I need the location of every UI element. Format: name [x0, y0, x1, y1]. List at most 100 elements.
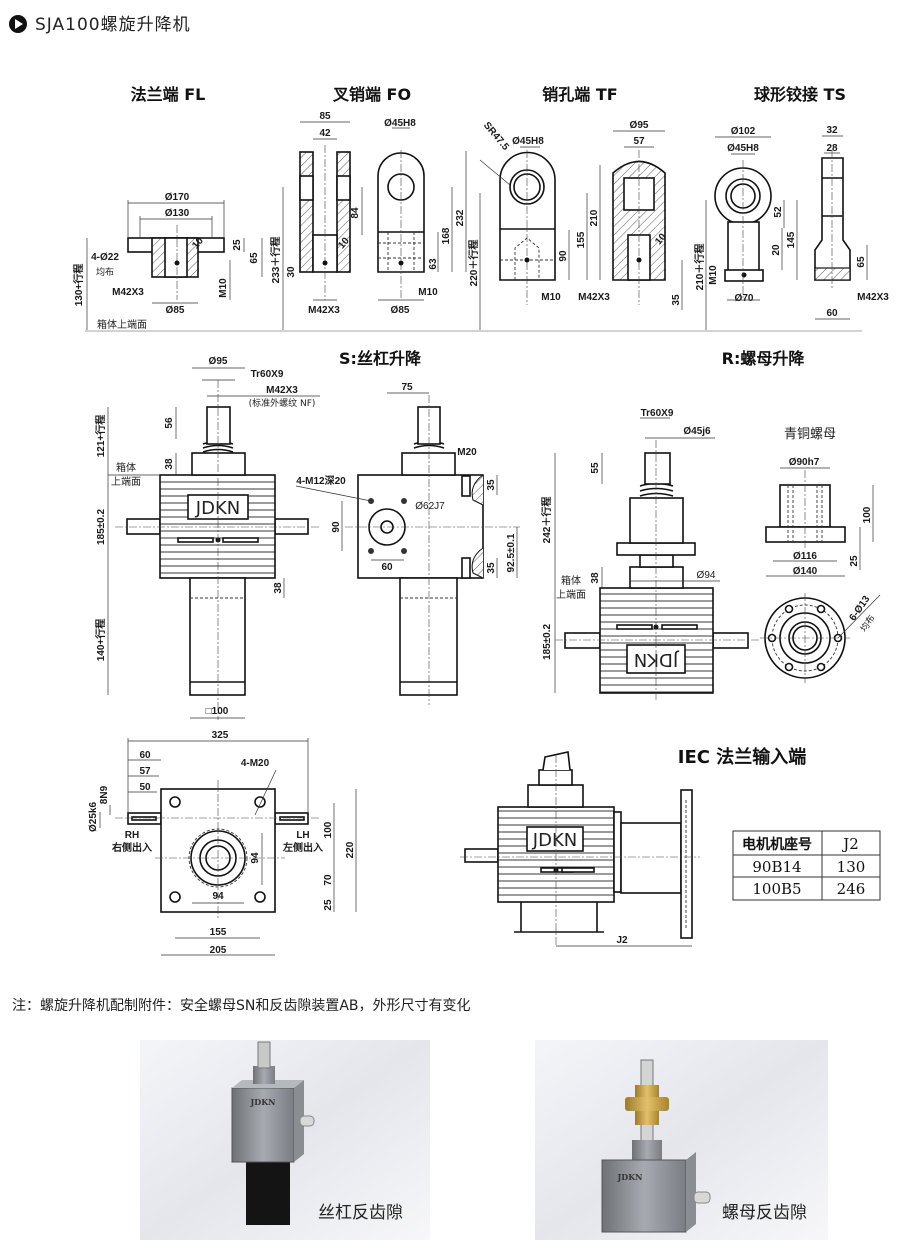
dim: Tr60X9 — [251, 369, 284, 380]
dim: 85 — [319, 111, 331, 122]
dim: M20 — [457, 447, 477, 458]
label: RH — [125, 830, 139, 841]
dim: 65 — [856, 256, 867, 268]
dim: 185±0.2 — [96, 509, 107, 546]
dim: 90 — [331, 521, 342, 533]
brand-logo: JDKN — [532, 830, 577, 851]
dim: Ø170 — [165, 192, 190, 203]
label: 上端面 — [556, 588, 586, 601]
drawing-top-view: 325 60 57 50 8N9 Ø25k6 RH 右侧出入 LH 左侧出入 4… — [88, 730, 357, 956]
table-cell: 100B5 — [752, 880, 801, 898]
dim: 32 — [826, 125, 838, 136]
dim: 155 — [210, 927, 227, 938]
dim: 35 — [486, 562, 497, 574]
dim: 52 — [773, 206, 784, 218]
dim: Ø45H8 — [727, 143, 759, 154]
play-triangle-icon — [15, 19, 23, 29]
dim: 90 — [558, 250, 569, 262]
page-header: SJA100螺旋升降机 — [9, 15, 191, 35]
drawing-nut-lift: JDKN Tr60X9 Ø45j6 55 242＋行程 38 Ø94 箱体 上端… — [540, 408, 760, 700]
dim: J2 — [616, 935, 628, 946]
dim: M10 — [418, 287, 438, 298]
dim-note: (标准外螺纹 NF) — [249, 397, 316, 409]
dim: 30 — [286, 266, 297, 278]
dim: M42X3 — [308, 305, 340, 316]
dim: 185±0.2 — [542, 624, 553, 661]
drawing-bronze-nut: 青铜螺母 Ø90h7 100 25 Ø116 Ø140 6-Ø13 均布 — [760, 427, 881, 683]
dim: 38 — [590, 572, 601, 584]
dim: 42 — [319, 128, 331, 139]
dim: 25 — [232, 239, 243, 251]
dim: 55 — [590, 462, 601, 474]
table-header: J2 — [841, 835, 859, 853]
drawing-fo: 85 42 84 233＋行程 30 M42X3 10 Ø45H8 232 16… — [269, 111, 467, 330]
title-fo: 叉销端 FO — [332, 85, 411, 104]
dim: M42X3 — [857, 292, 889, 303]
dim: 4-M20 — [241, 758, 270, 769]
dim: 20 — [771, 244, 782, 256]
dim: Ø95 — [209, 356, 228, 367]
dim: M10 — [541, 292, 561, 303]
dim: 35 — [486, 479, 497, 491]
drawing-screw-lift-side: 75 M20 4-M12深20 Ø62J7 90 60 35 35 92.5±0… — [295, 382, 520, 705]
dim: 233＋行程 — [269, 237, 282, 284]
brand-logo-mirrored: JDKN — [634, 649, 679, 670]
dim: Ø85 — [166, 305, 185, 316]
dim: 60 — [381, 562, 393, 573]
dim: 56 — [164, 417, 175, 429]
table-cell: 90B14 — [752, 858, 801, 876]
dim: Ø45H8 — [384, 118, 416, 129]
title-nut-lift: R:螺母升降 — [722, 349, 806, 368]
dim: 65 — [249, 252, 260, 264]
photo-logo: JDKN — [617, 1172, 643, 1182]
title-fl: 法兰端 FL — [131, 85, 206, 104]
dim: 35 — [671, 294, 682, 306]
dim: 75 — [401, 382, 413, 393]
dim: 60 — [826, 308, 838, 319]
title-screw-lift: S:丝杠升降 — [339, 349, 422, 368]
dim: 100 — [862, 506, 873, 523]
dim: 38 — [273, 582, 284, 594]
dim: Tr60X9 — [641, 408, 674, 419]
dim: 8N9 — [99, 785, 110, 804]
dim: 205 — [210, 945, 227, 956]
title-iec: IEC 法兰输入端 — [678, 746, 806, 768]
dim: 325 — [212, 730, 229, 741]
dim: M10 — [708, 265, 719, 285]
dim: 220 — [345, 841, 356, 858]
label: 箱体 — [561, 574, 581, 587]
drawing-screw-lift-front: JDKN Ø95 Tr60X9 M42X3 (标准外螺纹 NF) 56 121+… — [94, 356, 320, 720]
dim: 140+行程 — [94, 619, 107, 662]
dim: Ø102 — [731, 126, 756, 137]
bronze-nut-label: 青铜螺母 — [784, 427, 836, 442]
dim: M42X3 — [578, 292, 610, 303]
dim: 168 — [441, 227, 452, 244]
dim: M10 — [218, 278, 229, 298]
dim: Ø90h7 — [789, 457, 820, 468]
table-cell: 246 — [837, 880, 866, 898]
photo-nut-backlash: JDKN 螺母反齿隙 — [535, 1040, 828, 1240]
dim: Ø70 — [735, 293, 754, 304]
dim: 63 — [428, 258, 439, 270]
photo-caption: 螺母反齿隙 — [722, 1203, 807, 1223]
dim: Ø116 — [793, 551, 817, 562]
dim: □100 — [206, 706, 229, 717]
label: 箱体 — [116, 461, 136, 474]
dim: Ø130 — [165, 208, 190, 219]
dim: 100 — [323, 821, 334, 838]
dim: 155 — [576, 231, 587, 248]
motor-frame-table: 电机机座号 J2 90B14 130 100B5 246 — [732, 830, 881, 901]
label: 右侧出入 — [111, 841, 152, 854]
dim: 94 — [250, 852, 261, 864]
dim: 145 — [786, 231, 797, 248]
dim: 210 — [589, 209, 600, 226]
dim: Ø25k6 — [88, 802, 99, 832]
dim: 130+行程 — [72, 264, 85, 307]
dim: 210＋行程 — [693, 244, 706, 291]
dim: Ø45j6 — [683, 426, 711, 437]
dim: Ø62J7 — [415, 501, 445, 512]
drawing-tf: SR47.5 Ø45H8 210 155 90 M10 M42X3 220＋行程… — [467, 120, 683, 330]
page-title: SJA100螺旋升降机 — [35, 15, 191, 35]
dim: SR47.5 — [481, 120, 511, 153]
